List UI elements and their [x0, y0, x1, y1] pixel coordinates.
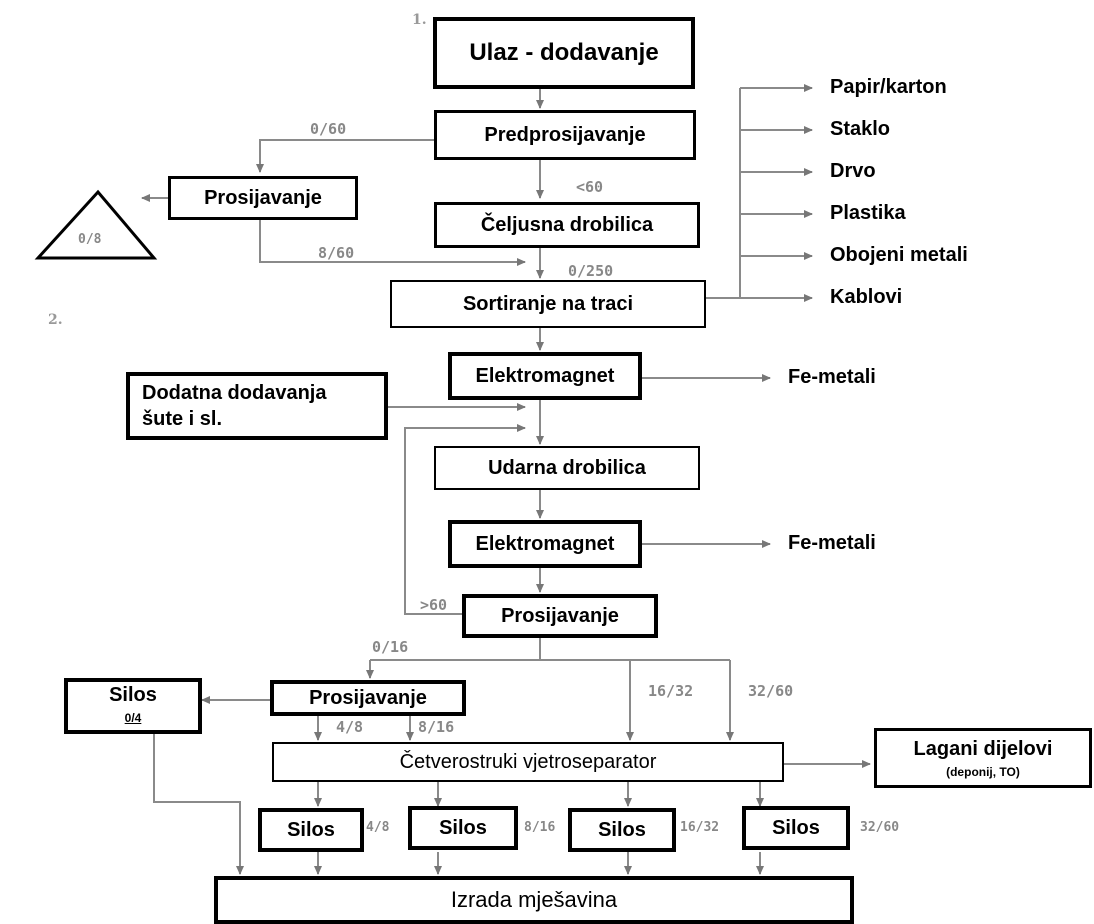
sortiranje-box: Sortiranje na traci	[390, 280, 706, 328]
output-plastika: Plastika	[830, 202, 906, 224]
predprosijavanje-label: Predprosijavanje	[484, 123, 646, 146]
sortiranje-label: Sortiranje na traci	[462, 292, 634, 315]
flow-label-0-16: 0/16	[372, 638, 409, 656]
flow-label-lt60: <60	[576, 178, 604, 196]
elektromagnet-1-box: Elektromagnet	[448, 352, 642, 400]
prosijavanje-top-box: Prosijavanje	[168, 176, 358, 220]
silos-4-label: Silos	[772, 816, 820, 839]
lagani-title: Lagani dijelovi	[913, 737, 1053, 760]
step-marker-1: 1.	[412, 12, 427, 28]
udarna-drobilica-label: Udarna drobilica	[488, 456, 646, 479]
silos-2-label: Silos	[439, 816, 487, 839]
silos-3-box: Silos	[568, 808, 676, 852]
flow-label-32-60: 32/60	[748, 682, 794, 700]
output-fe-metali-1: Fe-metali	[788, 366, 876, 388]
lagani-dijelovi-box: Lagani dijelovi (deponij, TO)	[874, 728, 1092, 788]
output-kablovi: Kablovi	[830, 286, 903, 308]
celjusna-drobilica-label: Čeljusna drobilica	[480, 213, 654, 236]
vjetroseparator-box: Četverostruki vjetroseparator	[272, 742, 784, 782]
silos-1-label: Silos	[287, 818, 335, 841]
lagani-sub: (deponij, TO)	[946, 764, 1020, 779]
elektromagnet-2-label: Elektromagnet	[475, 532, 615, 555]
step-marker-2: 2.	[48, 312, 63, 328]
stockpile-triangle	[34, 189, 158, 260]
flow-label-4-8: 4/8	[336, 718, 364, 736]
celjusna-drobilica-box: Čeljusna drobilica	[434, 202, 700, 248]
output-staklo: Staklo	[830, 118, 891, 140]
output-fe-metali-2: Fe-metali	[788, 532, 876, 554]
output-obojeni: Obojeni metali	[830, 244, 968, 266]
flow-label-gt60: >60	[420, 596, 448, 614]
ulaz-dodavanje-box: Ulaz - dodavanje	[433, 17, 695, 89]
flow-label-0-60: 0/60	[310, 120, 347, 138]
dodatna-line-2: šute i sl.	[142, 408, 223, 430]
silos-4-box: Silos	[742, 806, 850, 850]
elektromagnet-1-label: Elektromagnet	[475, 364, 615, 387]
dodatna-line-1: Dodatna dodavanja	[142, 382, 327, 404]
silos-04-box: Silos 0/4	[64, 678, 202, 734]
vjetroseparator-label: Četverostruki vjetroseparator	[399, 750, 657, 773]
elektromagnet-2-box: Elektromagnet	[448, 520, 642, 568]
prosijavanje-mid-box: Prosijavanje	[462, 594, 658, 638]
flow-label-8-16: 8/16	[418, 718, 455, 736]
silos-04-title: Silos	[109, 684, 157, 706]
silos-2-box: Silos	[408, 806, 518, 850]
prosijavanje-top-label: Prosijavanje	[204, 186, 322, 209]
triangle-label: 0/8	[78, 232, 102, 247]
flow-label-16-32: 16/32	[648, 682, 694, 700]
dodatna-dodavanja-box: Dodatna dodavanja šute i sl.	[126, 372, 388, 440]
output-drvo: Drvo	[830, 160, 876, 182]
flow-label-0-250: 0/250	[568, 262, 614, 280]
prosijavanje-low-box: Prosijavanje	[270, 680, 466, 716]
silos-1-box: Silos	[258, 808, 364, 852]
predprosijavanje-box: Predprosijavanje	[434, 110, 696, 160]
output-papir: Papir/karton	[830, 76, 947, 98]
udarna-drobilica-box: Udarna drobilica	[434, 446, 700, 490]
flow-label-8-60: 8/60	[318, 244, 355, 262]
silos-label-16-32: 16/32	[680, 820, 720, 835]
izrada-mjesavina-box: Izrada mješavina	[214, 876, 854, 924]
silos-label-32-60: 32/60	[860, 820, 900, 835]
izrada-mjesavina-label: Izrada mješavina	[450, 887, 618, 912]
prosijavanje-mid-label: Prosijavanje	[501, 604, 619, 627]
silos-label-4-8: 4/8	[366, 820, 390, 835]
silos-3-label: Silos	[598, 818, 646, 841]
ulaz-dodavanje-label: Ulaz - dodavanje	[469, 39, 659, 66]
silos-label-8-16: 8/16	[524, 820, 556, 835]
silos-04-sub: 0/4	[124, 711, 142, 725]
prosijavanje-low-label: Prosijavanje	[309, 686, 427, 709]
